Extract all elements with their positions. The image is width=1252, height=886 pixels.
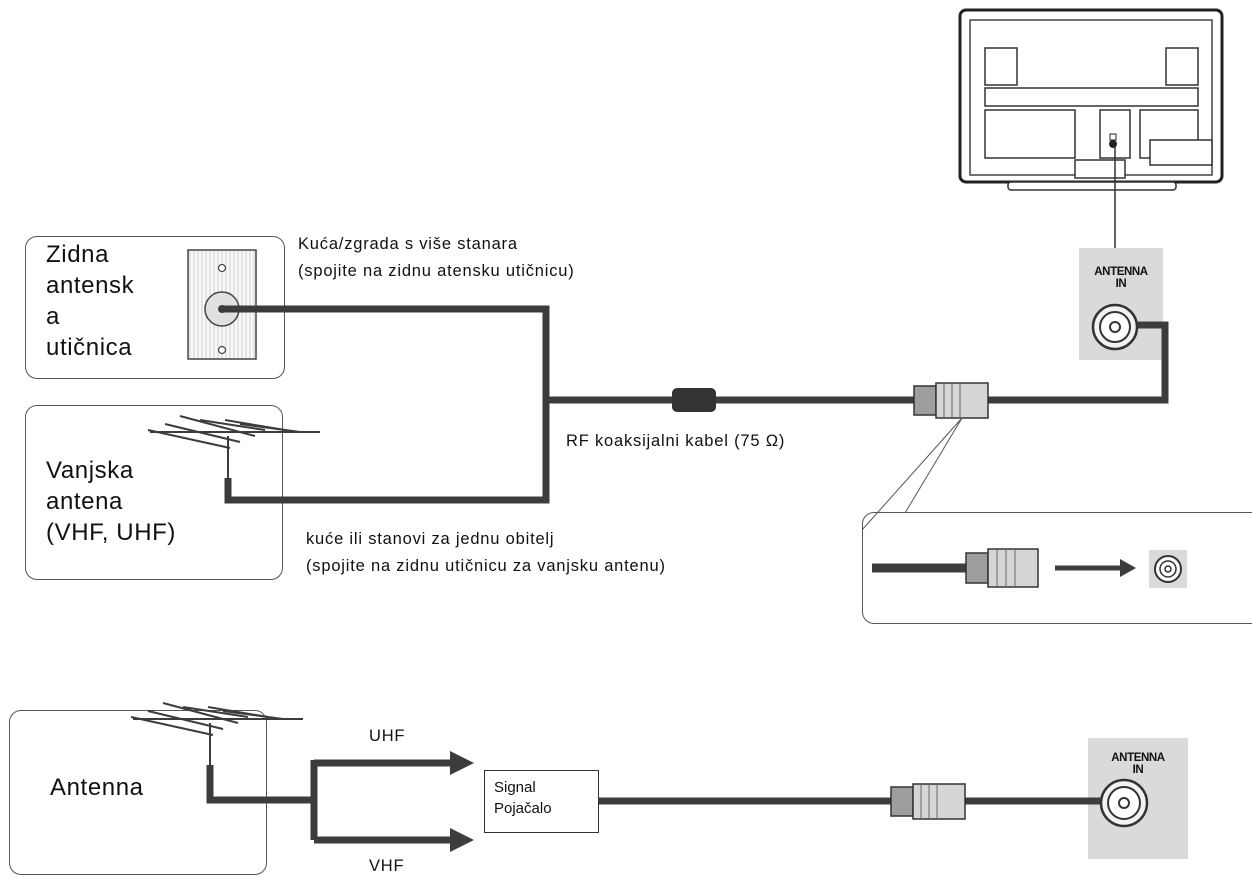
outdoor-antenna-label: Vanjska antena (VHF, UHF) [46,457,176,546]
antenna-port-icon-bottom [1099,778,1149,828]
detail-connector-icon [872,548,1039,588]
antenna-port-icon [1091,303,1139,351]
single-family-text: kuće ili stanovi za jednu obitelj (spoji… [306,530,666,575]
cable-label: RF koaksijalni kabel (75 Ω) [566,432,786,450]
multi-dwelling-text: Kuća/zgrada s više stanara (spojite na z… [298,235,575,280]
antenna-in-panel: ANTENNA IN [1079,248,1163,360]
outdoor-antenna-icon [147,415,320,482]
wall-outlet-label: Zidna antensk a utičnica [46,241,135,361]
uhf-arrow-head [450,751,474,775]
wall-outlet-icon [187,249,257,360]
f-connector-icon-bottom [890,783,966,820]
ferrite-bead-icon [672,388,716,412]
tv-back-icon [958,8,1224,191]
coax-cable-bottom [206,759,1105,844]
antenna-label: Antenna [50,774,144,801]
detail-socket-icon [1149,550,1187,588]
antenna-in-label: ANTENNA IN [1094,266,1148,290]
f-connector-icon [913,382,989,419]
antenna-icon [130,702,303,768]
detail-arrow-head [1120,559,1136,577]
outdoor-antenna-box [25,405,283,580]
coax-cable-top [222,305,1169,504]
uhf-label: UHF [369,727,406,745]
vhf-label: VHF [369,857,405,875]
antenna-in-label-bottom: ANTENNA IN [1111,752,1165,776]
antenna-box [9,710,267,875]
signal-amplifier-box: Signal Pojačalo [484,770,599,833]
vhf-arrow-head [450,828,474,852]
